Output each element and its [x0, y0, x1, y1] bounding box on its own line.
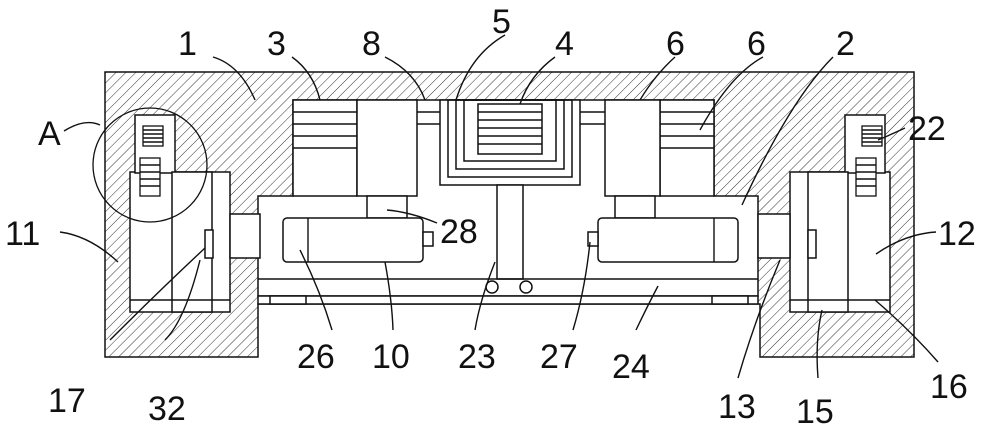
- center-motor: [477, 103, 543, 155]
- label-9: 6: [666, 25, 685, 63]
- leader-lines: [59, 34, 939, 379]
- label-1: 1: [178, 25, 197, 63]
- label-3: 3: [267, 25, 286, 63]
- label-23: 23: [458, 338, 496, 376]
- left-vertical-cylinder: [356, 99, 418, 197]
- label-6: 6: [747, 25, 766, 63]
- label-26: 26: [297, 338, 335, 376]
- left-slider: [204, 229, 214, 259]
- label-27: 27: [540, 338, 578, 376]
- label-17: 17: [48, 382, 86, 420]
- label-11: 11: [5, 215, 40, 253]
- right-motor: [587, 217, 739, 263]
- reference-labels: 1 3 8 5 4 6 6 2 A 22 11 12 28 17 32 26 1…: [5, 3, 976, 431]
- label-24: 24: [612, 348, 650, 386]
- label-32: 32: [148, 390, 186, 428]
- right-vertical-cylinder: [604, 99, 661, 197]
- label-10: 10: [372, 338, 410, 376]
- label-15: 15: [796, 393, 834, 431]
- label-5: 5: [492, 3, 511, 41]
- left-plate-stack: [292, 99, 358, 197]
- label-2: 2: [836, 25, 855, 63]
- label-12: 12: [938, 215, 976, 253]
- label-4: 4: [555, 25, 574, 63]
- left-motor: [282, 217, 434, 263]
- label-16: 16: [930, 368, 968, 406]
- right-plate-stack: [659, 99, 715, 197]
- left-gear-icon: [139, 125, 164, 197]
- left-connecting-rod: [229, 213, 261, 259]
- right-connecting-rod: [757, 213, 791, 259]
- right-gear-icon: [855, 125, 883, 197]
- right-slider: [807, 229, 817, 259]
- label-28: 28: [440, 213, 478, 251]
- detail-circle-a: [92, 107, 208, 223]
- right-pivot: [519, 280, 533, 294]
- label-a: A: [38, 115, 61, 153]
- label-22: 22: [908, 110, 946, 148]
- bottom-plate: [257, 295, 759, 305]
- center-column: [496, 184, 524, 280]
- label-13: 13: [718, 388, 756, 426]
- label-8: 8: [362, 25, 381, 63]
